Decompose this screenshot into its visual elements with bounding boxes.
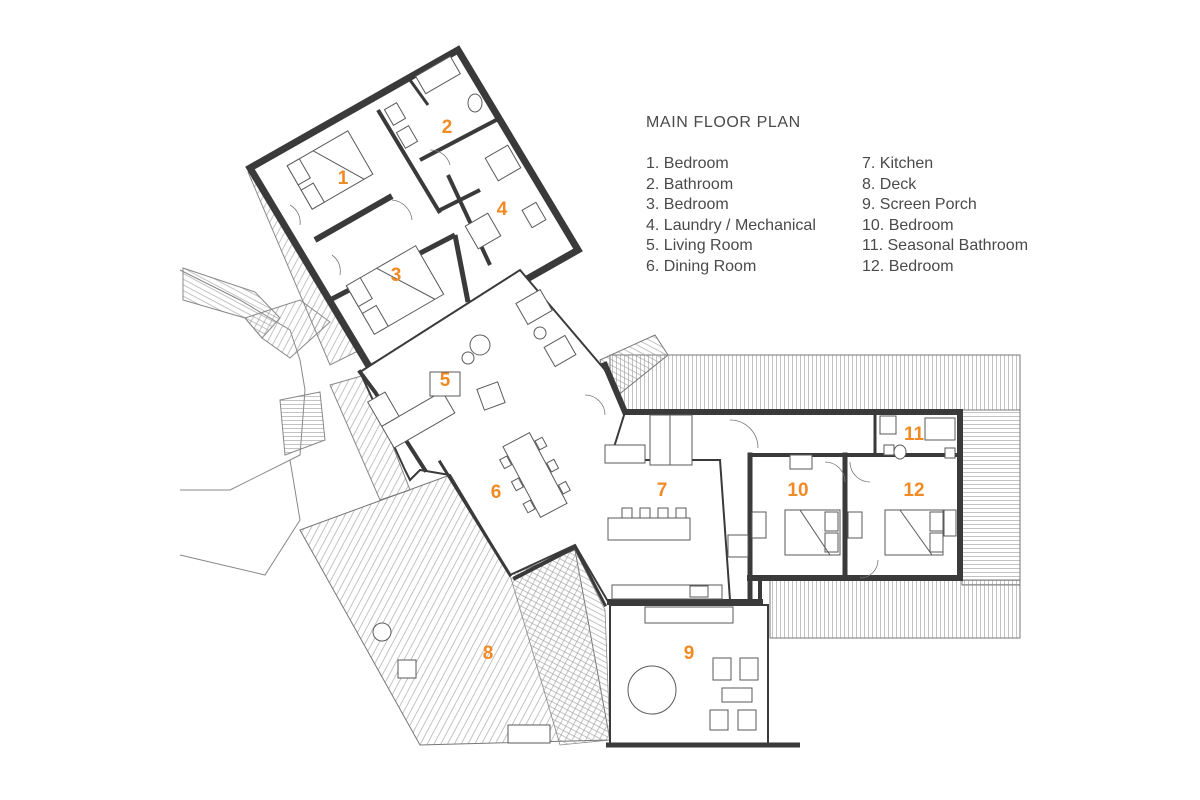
room-number-2: 2: [442, 117, 453, 138]
room-number-11: 11: [904, 424, 925, 445]
legend-item: 1. Bedroom: [646, 155, 729, 172]
walls: [357, 361, 963, 612]
room-number-5: 5: [440, 370, 451, 391]
legend-left: 1. Bedroom 2. Bathroom 3. Bedroom 4. Laundr…: [646, 154, 816, 278]
room-number-7: 7: [657, 480, 668, 501]
room-number-10: 10: [787, 480, 808, 501]
legend-item: 11. Seasonal Bathroom: [862, 237, 1029, 255]
room-number-3: 3: [391, 265, 402, 286]
plan-title: MAIN FLOOR PLAN: [646, 114, 801, 131]
room-number-12: 12: [903, 480, 924, 501]
east-deck: [961, 409, 1021, 586]
legend-item: 12. Bedroom: [862, 257, 954, 275]
room-number-4: 4: [497, 199, 508, 220]
room-numbers: 1 2 3 4 5 6 7 8 9 10 11 12: [338, 117, 925, 664]
legend-item: 10. Bedroom: [862, 216, 954, 234]
room-number-1: 1: [338, 168, 349, 189]
legend-item: 4. Laundry / Mechanical: [646, 216, 816, 234]
room-number-6: 6: [491, 482, 502, 503]
legend-item: 6. Dining Room: [646, 257, 757, 275]
door-swings: [289, 149, 879, 579]
exterior-walkway: [182, 267, 411, 501]
legend-item: 7. Kitchen: [862, 155, 934, 172]
north-deck: [609, 354, 1021, 411]
legend-item: 9. Screen Porch: [862, 196, 977, 214]
south-deck: [769, 579, 1021, 639]
legend-item: 2. Bathroom: [646, 175, 734, 193]
furniture: [286, 55, 957, 744]
legend-item: 8. Deck: [862, 175, 917, 193]
legend-right: 7. Kitchen 8. Deck 9. Screen Porch 10. Bedr…: [862, 154, 1028, 278]
legend-item: 5. Living Room: [646, 237, 753, 255]
legend-item: 3. Bedroom: [646, 196, 729, 214]
room-number-9: 9: [684, 643, 695, 664]
room-number-8: 8: [483, 643, 494, 664]
